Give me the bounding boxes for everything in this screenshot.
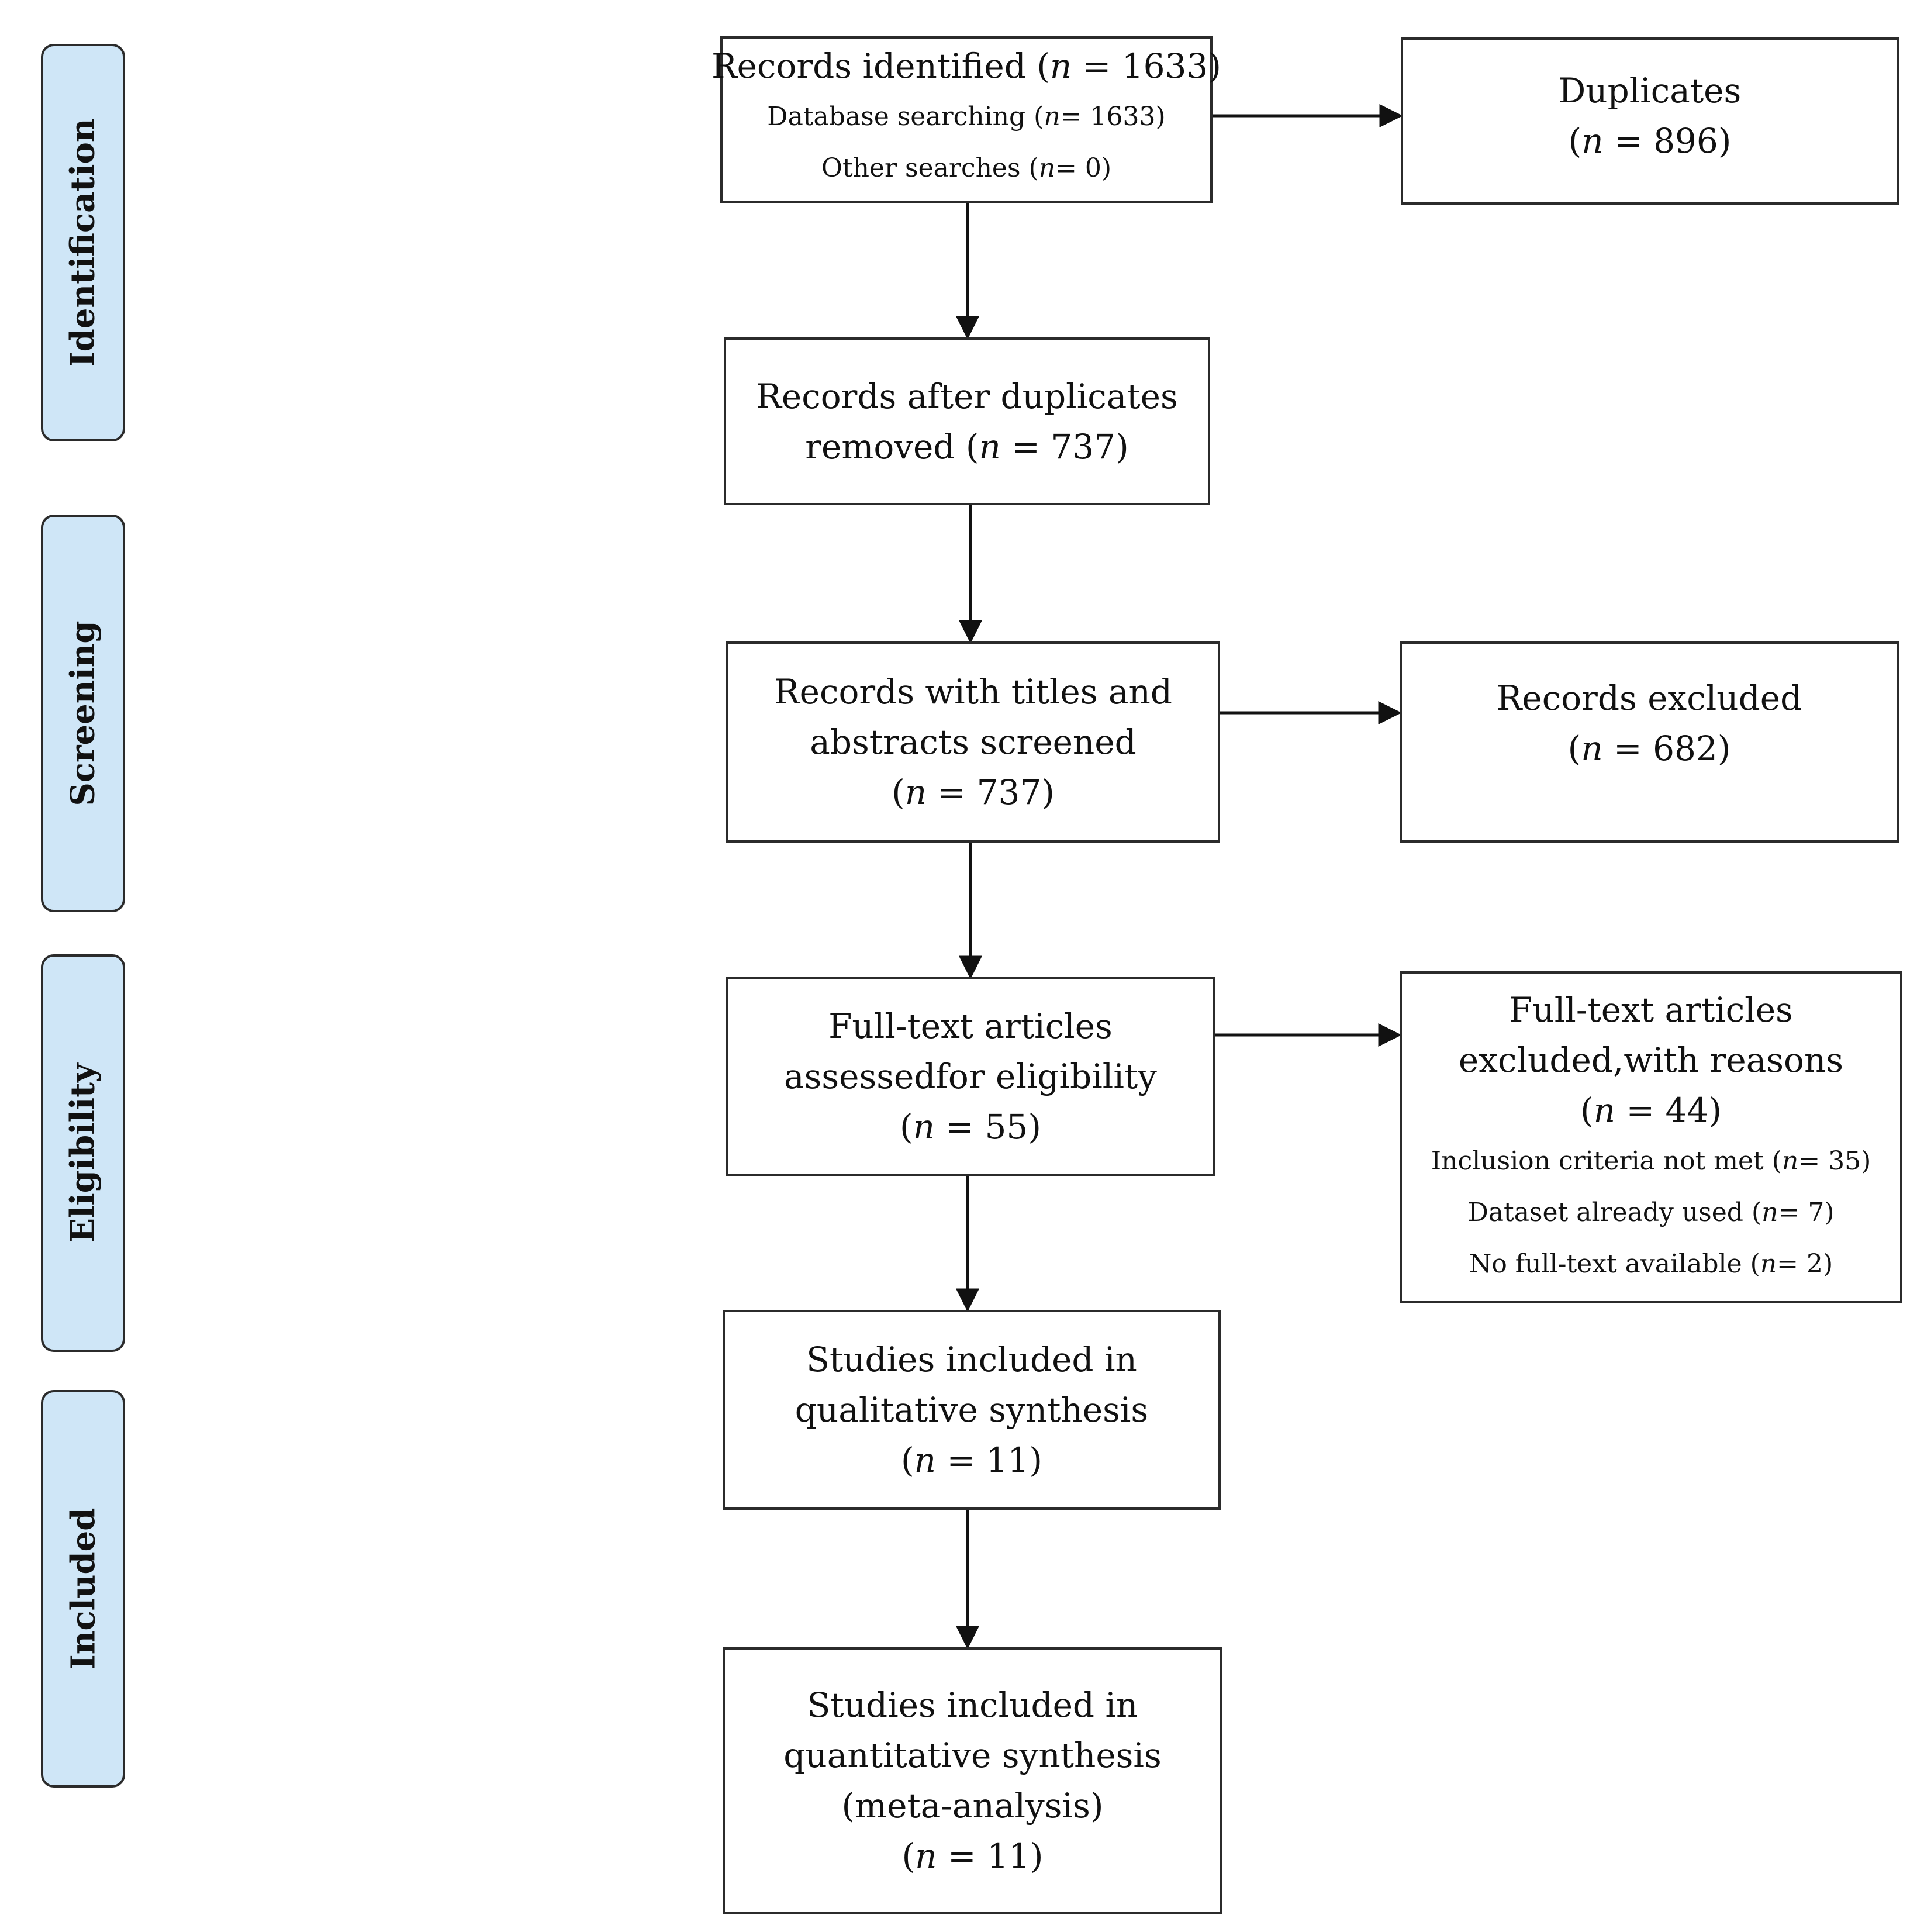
qualitative-synthesis-box: Studies included in qualitative synthesi… [723, 1310, 1221, 1510]
after-duplicates-line2: removed (n = 737) [805, 426, 1129, 467]
after-duplicates-line1: Records after duplicates [756, 376, 1178, 416]
duplicates-title: Duplicates [1558, 71, 1742, 111]
ft-excluded-line2: excluded,with reasons [1458, 1040, 1844, 1080]
screened-count: (n = 737) [892, 772, 1055, 812]
excluded-count: (n = 682) [1567, 729, 1731, 768]
exclusion-reason: No full-text available (n= 2) [1469, 1249, 1833, 1279]
quantitative-line1: Studies included in [807, 1685, 1138, 1725]
ft-excluded-count: (n = 44) [1580, 1091, 1722, 1130]
stage-label: Eligibility [64, 1063, 103, 1243]
stage-eligibility: Eligibility [41, 954, 125, 1352]
stage-included: Included [41, 1390, 125, 1788]
screened-line1: Records with titles and [773, 672, 1173, 712]
stage-screening: Screening [41, 515, 125, 912]
fulltext-excluded-box: Full-text articles excluded,with reasons… [1400, 971, 1902, 1303]
records-identified-title: Records identified (n = 1633) [711, 46, 1221, 86]
records-identified-box: Records identified (n = 1633) Database s… [711, 36, 1221, 203]
screened-line2: abstracts screened [810, 722, 1137, 762]
records-screened-box: Records with titles and abstracts screen… [726, 641, 1220, 843]
fulltext-line1: Full-text articles [828, 1006, 1113, 1046]
database-searching-line: Database searching (n= 1633) [767, 102, 1166, 132]
excluded-title: Records excluded [1496, 678, 1802, 718]
other-searches-line: Other searches (n= 0) [821, 153, 1112, 183]
records-excluded-box: Records excluded (n = 682) [1400, 641, 1899, 843]
fulltext-count: (n = 55) [900, 1107, 1041, 1147]
records-after-duplicates-box: Records after duplicates removed (n = 73… [724, 337, 1210, 505]
fulltext-line2: assessedfor eligibility [784, 1057, 1157, 1096]
duplicates-box: Duplicates (n = 896) [1401, 37, 1899, 205]
qualitative-line2: qualitative synthesis [795, 1390, 1149, 1430]
qualitative-line1: Studies included in [806, 1340, 1137, 1379]
qualitative-count: (n = 11) [901, 1440, 1042, 1480]
quantitative-line3: (meta-analysis) [841, 1786, 1104, 1826]
stage-label: Screening [64, 620, 103, 806]
stage-identification: Identification [41, 44, 125, 441]
ft-excluded-line1: Full-text articles [1509, 990, 1793, 1030]
duplicates-count: (n = 896) [1568, 121, 1732, 161]
quantitative-line2: quantitative synthesis [783, 1736, 1162, 1775]
stage-label: Included [64, 1507, 102, 1670]
exclusion-reason: Dataset already used (n= 7) [1467, 1198, 1835, 1227]
fulltext-assessed-box: Full-text articles assessedfor eligibili… [726, 977, 1215, 1176]
stage-label: Identification [64, 118, 103, 367]
quantitative-synthesis-box: Studies included in quantitative synthes… [723, 1647, 1222, 1914]
quantitative-count: (n = 11) [901, 1836, 1044, 1876]
exclusion-reason: Inclusion criteria not met (n= 35) [1431, 1146, 1871, 1176]
